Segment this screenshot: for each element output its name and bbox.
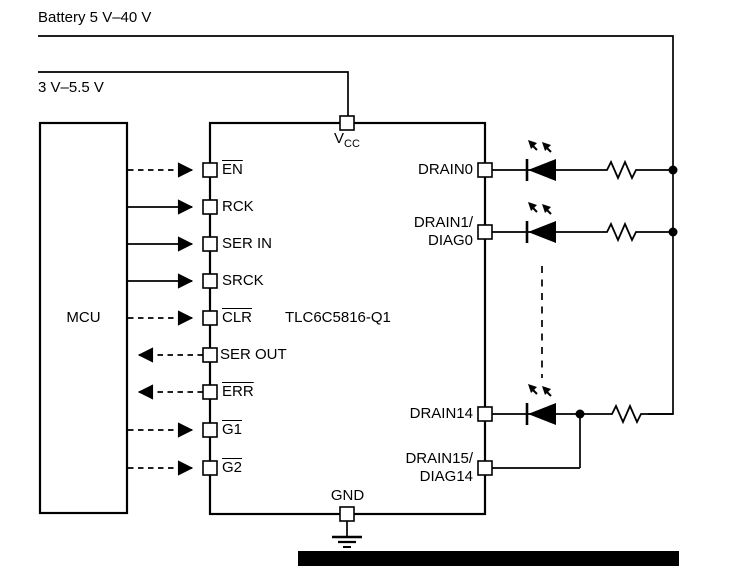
err-pin-square	[202, 384, 218, 400]
gnd-pin-square	[339, 506, 355, 522]
pin-squares	[202, 115, 493, 522]
chip-name-label: TLC6C5816-Q1	[285, 309, 391, 326]
pin-label-drain15: DRAIN15/	[405, 450, 473, 467]
srck-pin-square	[202, 273, 218, 289]
vcc-pin-label-subscript: CC	[344, 138, 360, 150]
led-channel-wires	[492, 169, 673, 469]
pin-label-err: ERR	[222, 383, 254, 400]
logic-supply-wire	[38, 71, 349, 117]
drain1-pin-square	[477, 224, 493, 240]
led1-icon	[525, 200, 558, 245]
pin-label-clr: CLR	[222, 309, 253, 326]
drain15-pin-square	[477, 460, 493, 476]
ground-icon	[332, 521, 362, 548]
vcc-pin-square	[339, 115, 355, 131]
led0-icon	[525, 138, 558, 183]
pin-label-g1: G1	[222, 421, 243, 438]
pin-label-drain15-diag14: DRAIN15/ DIAG14	[405, 450, 473, 486]
resistor14-icon	[607, 405, 649, 423]
pin-label-diag14: DIAG14	[419, 468, 473, 485]
pin-label-drain1: DRAIN1/	[413, 214, 473, 231]
clr-pin-square	[202, 310, 218, 326]
vcc-pin-label-main: V	[334, 130, 345, 147]
logic-rail-label: 3 V–5.5 V	[38, 79, 104, 96]
resistor1-icon	[602, 223, 644, 241]
pin-label-g2: G2	[222, 459, 243, 476]
pin-label-srck: SRCK	[222, 272, 264, 289]
vcc-pin-label: VCC	[334, 130, 360, 153]
ser-in-pin-square	[202, 236, 218, 252]
junction-dots	[575, 165, 678, 419]
pin-label-drain0: DRAIN0	[417, 161, 473, 178]
rck-pin-square	[202, 199, 218, 215]
gnd-pin-label: GND	[330, 487, 365, 504]
g1-pin-square	[202, 422, 218, 438]
mcu-label: MCU	[66, 309, 101, 326]
pin-label-drain14: DRAIN14	[409, 405, 473, 422]
pin-label-rck: RCK	[222, 198, 254, 215]
pin-label-en: EN	[222, 161, 243, 178]
resistor0-icon	[602, 161, 644, 179]
battery-rail-label: Battery 5 V–40 V	[38, 9, 152, 26]
pin-label-ser-out: SER OUT	[220, 346, 287, 363]
pin-label-drain1-diag0: DRAIN1/ DIAG0	[414, 214, 473, 250]
led14-icon	[525, 382, 558, 427]
en-pin-square	[202, 162, 218, 178]
pin-label-diag0: DIAG0	[427, 232, 473, 249]
g2-pin-square	[202, 460, 218, 476]
drain14-pin-square	[477, 406, 493, 422]
ser-out-pin-square	[202, 347, 218, 363]
redaction-bar	[298, 551, 679, 566]
pin-label-ser-in: SER IN	[222, 235, 273, 252]
drain0-pin-square	[477, 162, 493, 178]
signal-wires	[128, 162, 203, 476]
mcu-box	[38, 121, 129, 515]
